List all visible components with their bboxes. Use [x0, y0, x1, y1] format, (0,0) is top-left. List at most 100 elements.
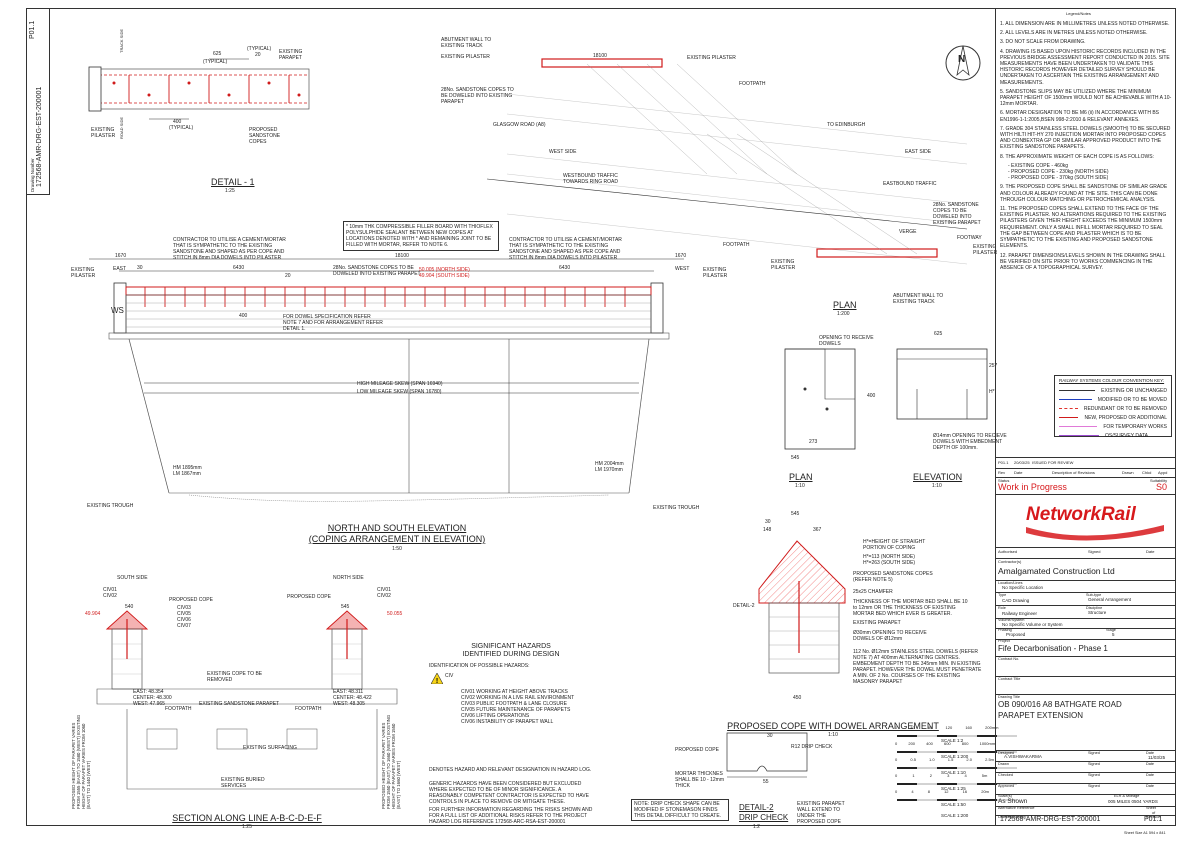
cope-dim-30: 30 [765, 519, 771, 525]
elev-existing-pilaster-r: EXISTING PILASTER [703, 267, 728, 279]
section-dim-540: 540 [125, 604, 134, 610]
discipline-label: Discipline [1086, 606, 1103, 610]
hazards-box: SIGNIFICANT HAZARDS IDENTIFIED DURING DE… [427, 639, 595, 825]
elev-dim-6430r: 6430 [559, 265, 571, 271]
elev-dim-30: 30 [137, 265, 143, 271]
scales-label: Scale(s) [998, 794, 1012, 798]
notes-list: 1. ALL DIMENSION ARE IN MILLIMETRES UNLE… [1000, 21, 1172, 274]
title-block: Authorised Signed Date Contractor(s) Ama… [996, 547, 1176, 826]
discipline-value: Structure [1088, 610, 1107, 615]
section-side-left: PROPOSED HEIGHT OF PARAPET VARIES FROM 1… [71, 714, 91, 809]
hazard-warning-icon: ! [431, 673, 443, 684]
drawn-date-label: Date [1146, 762, 1155, 766]
cope-existing-parapet: EXISTING PARAPET [853, 620, 901, 626]
role-value: Railway Engineer [1002, 611, 1038, 616]
cope-mortar: THICKNESS OF THE MORTAR BED SHALL BE 10 … [853, 599, 968, 617]
elev-ws: WS [111, 306, 124, 315]
section-civ-mid: CIV03 CIV05 CIV06 CIV07 [177, 605, 191, 629]
designed-value: A.VISHWAKARMA [1004, 754, 1042, 759]
elev10-h: H* [989, 389, 995, 395]
legend-swatch-2 [1059, 408, 1078, 409]
elev-level-south: 49.904 (SOUTH SIDE) [419, 273, 470, 279]
detail2-title2: DRIP CHECK [739, 813, 789, 822]
side-drawing-number: 172568-AMR-DRG-EST-200001 [36, 86, 43, 187]
rev-hdr-appd: Appd [1158, 470, 1168, 475]
legend-item-5: OS/SURVEY DATA [1059, 431, 1167, 440]
scale-bars: 0 40 80 120 160 200mm SCALE 1:2 0 200 40… [895, 725, 1019, 821]
approved-signed-label: Signed [1088, 784, 1100, 788]
elev10-dim-625: 625 [934, 331, 943, 337]
side-revision: P01.1 [29, 20, 36, 39]
drawn-signed-label: Signed [1088, 762, 1100, 766]
north-label: N [958, 54, 966, 65]
hazards-subtitle: IDENTIFICATION OF POSSIBLE HAZARDS: [429, 663, 530, 669]
elev-contractor-l: CONTRACTOR TO UTILISE A CEMENT/MORTAR TH… [173, 237, 286, 261]
hazards-note3: FOR FURTHER INFORMATION REGARDING THE RI… [429, 807, 593, 825]
plan200-existing-pilaster-l: EXISTING PILASTER [771, 259, 796, 271]
detail2-dim-55: 55 [763, 779, 769, 785]
note-6: 6. MORTAR DESIGNATION TO BE M6 (ii) IN A… [1000, 110, 1159, 123]
checked-signed-label: Signed [1088, 773, 1100, 777]
note-12: 12. PARAPET DIMENSIONS/LEVELS SHOWN IN T… [1000, 252, 1166, 271]
detail1-track-side: TRACK SIDE [119, 28, 124, 53]
svg-text:!: ! [436, 678, 438, 684]
sheet-of: of [1152, 811, 1156, 815]
location-value: No Specific Location [1002, 585, 1044, 590]
legend-swatch-4 [1059, 426, 1098, 427]
section-east-right: EAST: 48.311 CENTER: 48.422 WEST: 48.305 [333, 689, 372, 707]
brand-logo: NetworkRail [1026, 504, 1136, 525]
drawing-title-value: OB 090/016 A8 BATHGATE ROAD [998, 700, 1122, 709]
note-4: 4. DRAWING IS BASED UPON HISTORIC RECORD… [1000, 48, 1170, 86]
hazards-note1: DENOTES HAZARD AND RELEVANT DESIGNATION … [429, 767, 592, 773]
phasing-label: Phasing [998, 628, 1012, 632]
legend-item-2: REDUNDANT OR TO BE REMOVED [1059, 404, 1167, 413]
elev10-drawing [896, 348, 988, 420]
detail2-title: DETAIL-2 [739, 803, 774, 812]
cope-title: PROPOSED COPE WITH DOWEL ARRANGEMENT [727, 721, 939, 731]
section-east-left: EAST: 48.354 CENTER: 48.300 WEST: 47.965 [133, 689, 172, 707]
role-label: Role [998, 606, 1006, 610]
elev-high-skew: HIGH MILEAGE SKEW (SPAN 16940) [357, 381, 443, 387]
legend-box: RAILWAY SYSTEMS COLOUR CONVENTION KEY: E… [1054, 375, 1172, 440]
rev-hdr-date: Date [1014, 470, 1023, 475]
section-civ-right: CIV01 CIV02 [377, 587, 391, 599]
legend-swatch-5 [1059, 435, 1099, 436]
elev10-title: ELEVATION [913, 472, 963, 482]
rev-hdr-drawn: Drawn [1122, 470, 1134, 475]
plan200-to-edinburgh: TO EDINBURGH [827, 122, 866, 128]
hazard-item-3: CIV05 FUTURE MAINTENANCE OF PARAPETS [461, 707, 571, 713]
contract-no-label: Contract No. [998, 657, 1020, 661]
stage-label: Stage [1106, 628, 1116, 632]
legend-label-5: OS/SURVEY DATA [1105, 432, 1148, 439]
elev-copes-note: 28No. SANDSTONE COPES TO BE DOWELED INTO… [333, 265, 421, 277]
legend-label-4: FOR TEMPORARY WORKS [1103, 423, 1167, 430]
rev-row-date: 20/03/25 [1014, 460, 1030, 465]
detail2-drip: R12 DRIP CHECK [791, 744, 833, 750]
section-side-right: PROPOSED HEIGHT OF PARAPET VARIES FROM 1… [381, 714, 401, 809]
legend-swatch-0 [1059, 390, 1096, 391]
contractor-value: Amalgamated Construction Ltd [998, 566, 1115, 576]
elev-level-north: 50.005 (NORTH SIDE) [419, 267, 470, 273]
revision-label: Revision [1146, 815, 1161, 819]
plan10-dim-273: 273 [809, 439, 818, 445]
subtype-value: General Arrangement [1088, 597, 1132, 602]
contractor-label: Contractor(s) [998, 559, 1022, 564]
brand-swoosh-icon [1026, 525, 1164, 541]
legend-label-3: NEW, PROPOSED OR ADDITIONAL [1084, 414, 1167, 421]
elev-title2: (COPING ARRANGEMENT IN ELEVATION) [308, 534, 486, 544]
rev-hdr-desc: Description of Revisions [1052, 470, 1095, 475]
cope-dim-148: 148 [763, 527, 772, 533]
plan10-opening: OPENING TO RECEIVE DOWELS [819, 335, 874, 347]
cope-opening: Ø30mm OPENING TO RECEIVE DOWELS OF Ø12mm [853, 630, 927, 642]
rev-row-rev: P01.1 [998, 460, 1009, 465]
elev-hm-left: HM 1895mm LM 1867mm [173, 465, 202, 477]
project-label: Project [998, 639, 1010, 643]
hazards-title: SIGNIFICANT HAZARDS [471, 643, 551, 650]
elev10-dim-257: 257 [989, 363, 998, 369]
right-panel: Legend/Notes 1. ALL DIMENSION ARE IN MIL… [995, 9, 1176, 825]
section-north-side: NORTH SIDE [333, 575, 364, 581]
plan200-copes-note: 28No. SANDSTONE COPES TO BE DOWELED INTO… [441, 87, 514, 105]
type-label: Type [998, 593, 1007, 597]
volume-value: No Specific Volume or System [1002, 622, 1063, 627]
checked-label: Checked [998, 773, 1013, 777]
